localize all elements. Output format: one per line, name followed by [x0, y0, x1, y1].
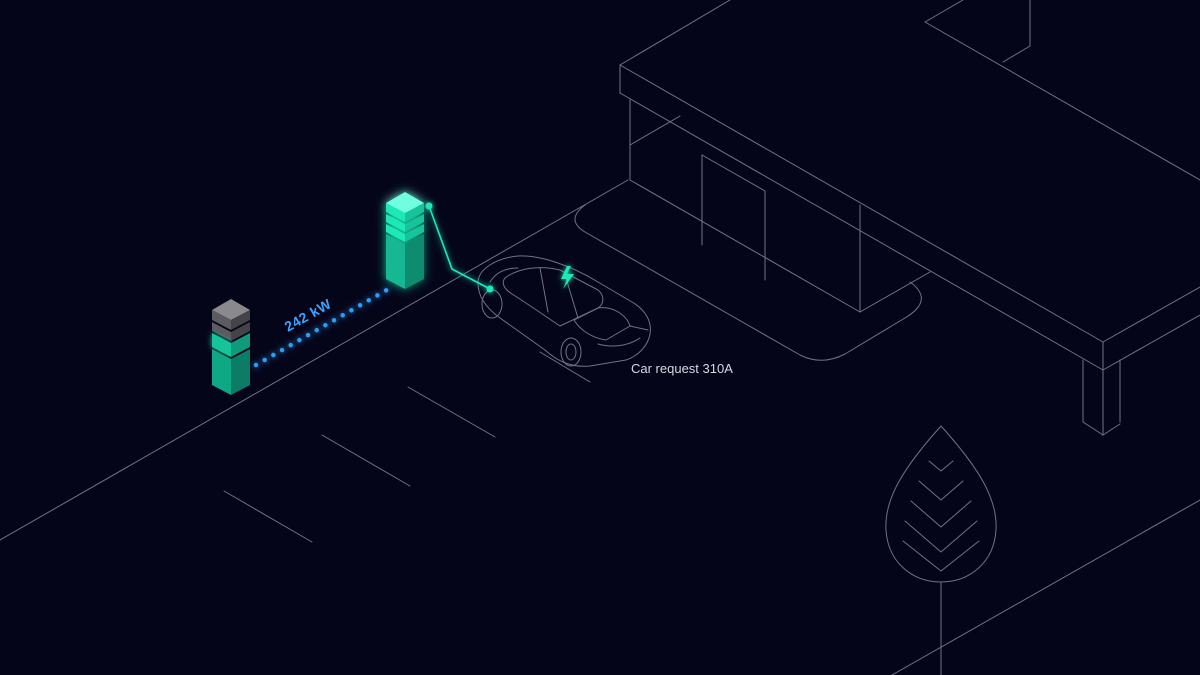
power-transfer-label: 242 kW: [282, 295, 335, 334]
charging-cable: [425, 202, 494, 293]
power-transfer-line: [253, 284, 395, 368]
parking-lines: [223, 386, 496, 543]
cable-plug-car: [486, 285, 494, 293]
lightning-bolt-icon: [561, 266, 574, 289]
cable-plug-charger: [425, 202, 433, 210]
car-illustration: [477, 255, 651, 383]
road-outline: [0, 179, 1200, 675]
tree-illustration: [885, 425, 997, 675]
car-request-label: Car request 310A: [631, 361, 733, 376]
battery-charger-left: [212, 299, 250, 395]
charger-dispenser-right: [386, 192, 424, 289]
charging-canopy: [574, 0, 1200, 436]
